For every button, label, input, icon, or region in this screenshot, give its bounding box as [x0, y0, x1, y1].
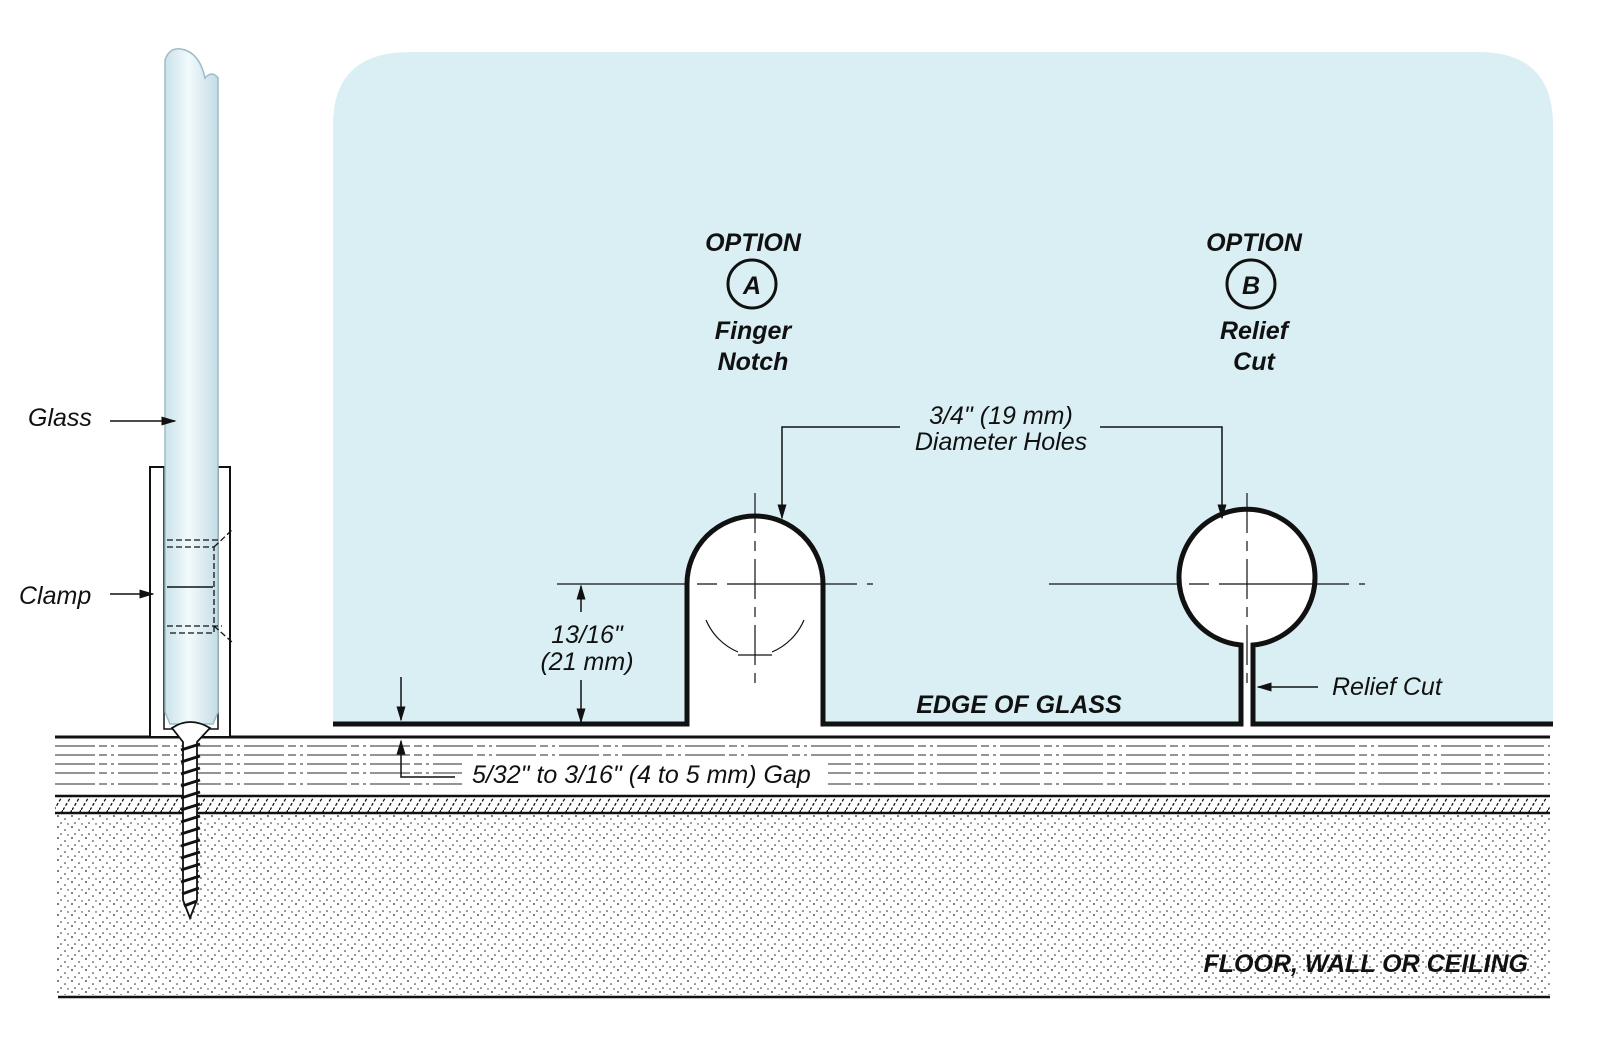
option-a-letter: A [742, 272, 761, 300]
notch-height-mm: (21 mm) [540, 648, 633, 676]
notch-height-in: 13/16" [551, 621, 624, 649]
hole-caption-label: Diameter Holes [915, 428, 1087, 456]
edge-of-glass-line [333, 506, 1553, 727]
glass-panel [333, 52, 1553, 724]
edge-of-glass-label: EDGE OF GLASS [916, 691, 1122, 719]
glass-label: Glass [28, 404, 92, 432]
option-b-line2: Cut [1233, 348, 1276, 376]
clamp-label: Clamp [19, 582, 91, 610]
option-b-badge [1225, 258, 1277, 310]
option-a-line1: Finger [715, 317, 793, 345]
option-b-heading: OPTION [1206, 229, 1303, 257]
leader-arrow-a [777, 426, 900, 520]
option-b-letter: B [1242, 272, 1260, 300]
floor-section [55, 735, 1550, 999]
relief-cut-label: Relief Cut [1332, 673, 1443, 701]
option-b-line1: Relief [1220, 317, 1291, 345]
gap-label-bg [462, 760, 828, 790]
option-a-line2: Notch [718, 348, 789, 376]
surface-label: FLOOR, WALL OR CEILING [1203, 950, 1528, 978]
option-a-heading: OPTION [705, 229, 802, 257]
centerlines [557, 493, 1365, 684]
hole-diameter-label: 3/4" (19 mm) [929, 402, 1073, 430]
side-glass [164, 48, 219, 725]
clamp-hidden-lines [167, 529, 233, 643]
option-a-badge [726, 258, 778, 310]
gap-arrow-up [396, 739, 455, 778]
leader-arrow-b [1100, 426, 1227, 520]
screw-icon [170, 721, 212, 921]
gap-label: 5/32" to 3/16" (4 to 5 mm) Gap [472, 761, 811, 789]
